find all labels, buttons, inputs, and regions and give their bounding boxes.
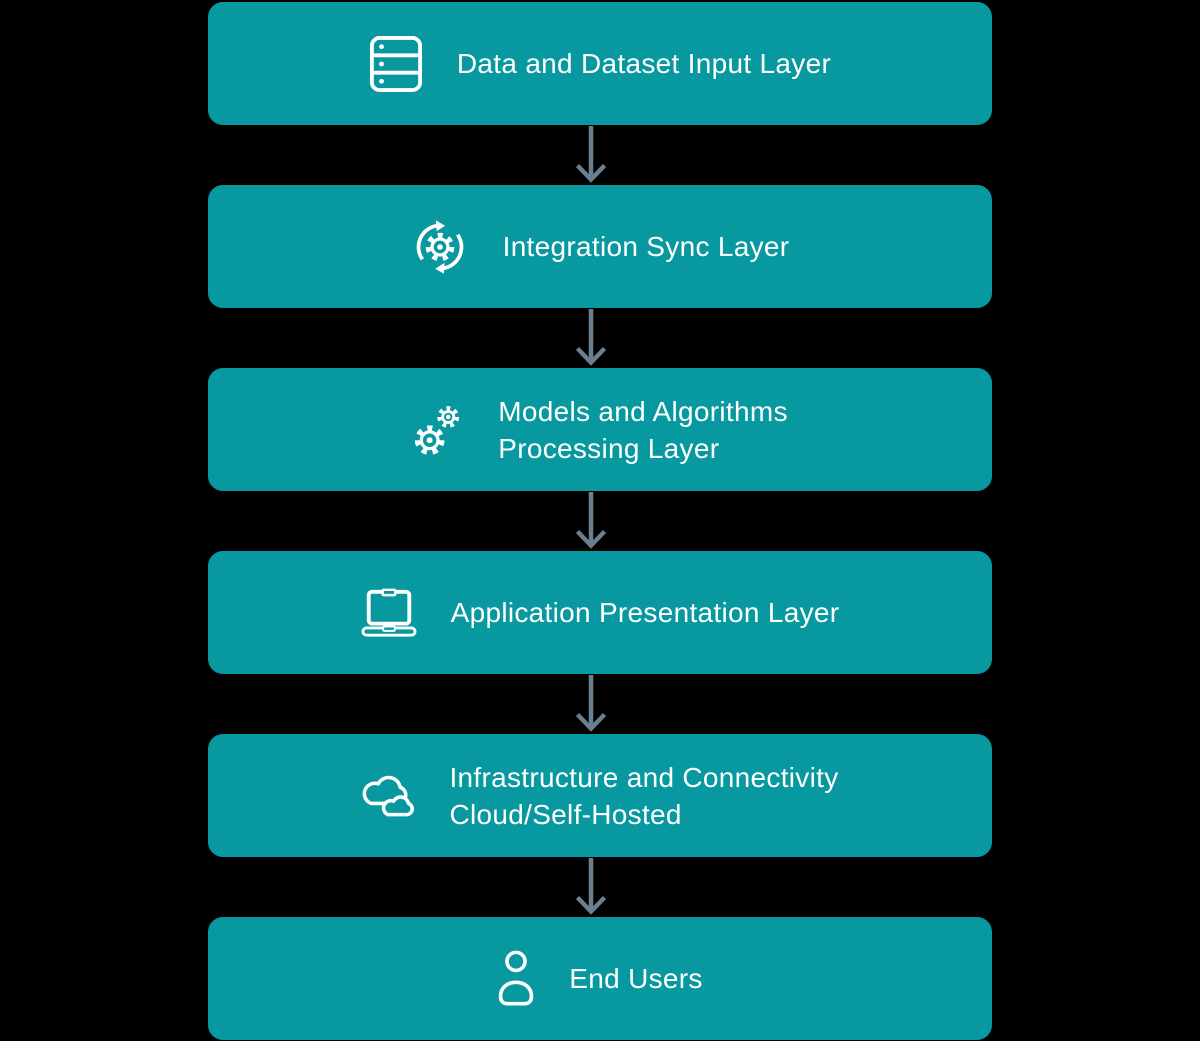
layer-box-data-input: Data and Dataset Input Layer [208, 2, 992, 125]
user-icon [497, 950, 535, 1007]
layer-label-line2: Processing Layer [498, 432, 720, 464]
flow-diagram: Data and Dataset Input Layer Integration… [208, 0, 992, 1040]
cloud-icon [361, 773, 415, 819]
layer-box-models-algorithms: Models and Algorithms Processing Layer [208, 368, 992, 491]
layer-box-end-users: End Users [208, 917, 992, 1040]
layer-box-integration-sync: Integration Sync Layer [208, 185, 992, 308]
layer-label-line1: Models and Algorithms [498, 395, 788, 427]
flow-arrow-down-icon [199, 491, 983, 551]
layer-label-line1: Infrastructure and Connectivity [449, 761, 839, 793]
flow-arrow-down-icon [199, 857, 983, 917]
layer-box-application-presentation: Application Presentation Layer [208, 551, 992, 674]
layer-label: Infrastructure and Connectivity Cloud/Se… [449, 759, 838, 833]
layer-box-infrastructure-connectivity: Infrastructure and Connectivity Cloud/Se… [208, 734, 992, 857]
sync-icon [411, 218, 469, 276]
database-icon [369, 35, 423, 93]
gears-icon [412, 401, 464, 459]
flow-arrow-down-icon [199, 308, 983, 368]
layer-label-line1: End Users [569, 963, 703, 994]
layer-label-line2: Cloud/Self-Hosted [449, 798, 682, 830]
layer-label: Data and Dataset Input Layer [457, 45, 831, 82]
flow-arrow-down-icon [199, 125, 983, 185]
flow-arrow-down-icon [199, 674, 983, 734]
layer-label: End Users [569, 960, 702, 997]
layer-label-line1: Application Presentation Layer [450, 597, 840, 628]
layer-label: Models and Algorithms Processing Layer [498, 393, 788, 467]
layer-label: Integration Sync Layer [503, 228, 790, 265]
layer-label-line1: Data and Dataset Input Layer [456, 48, 832, 79]
layer-label-line1: Integration Sync Layer [502, 231, 790, 262]
layer-label: Application Presentation Layer [451, 594, 840, 631]
laptop-icon [361, 588, 417, 638]
